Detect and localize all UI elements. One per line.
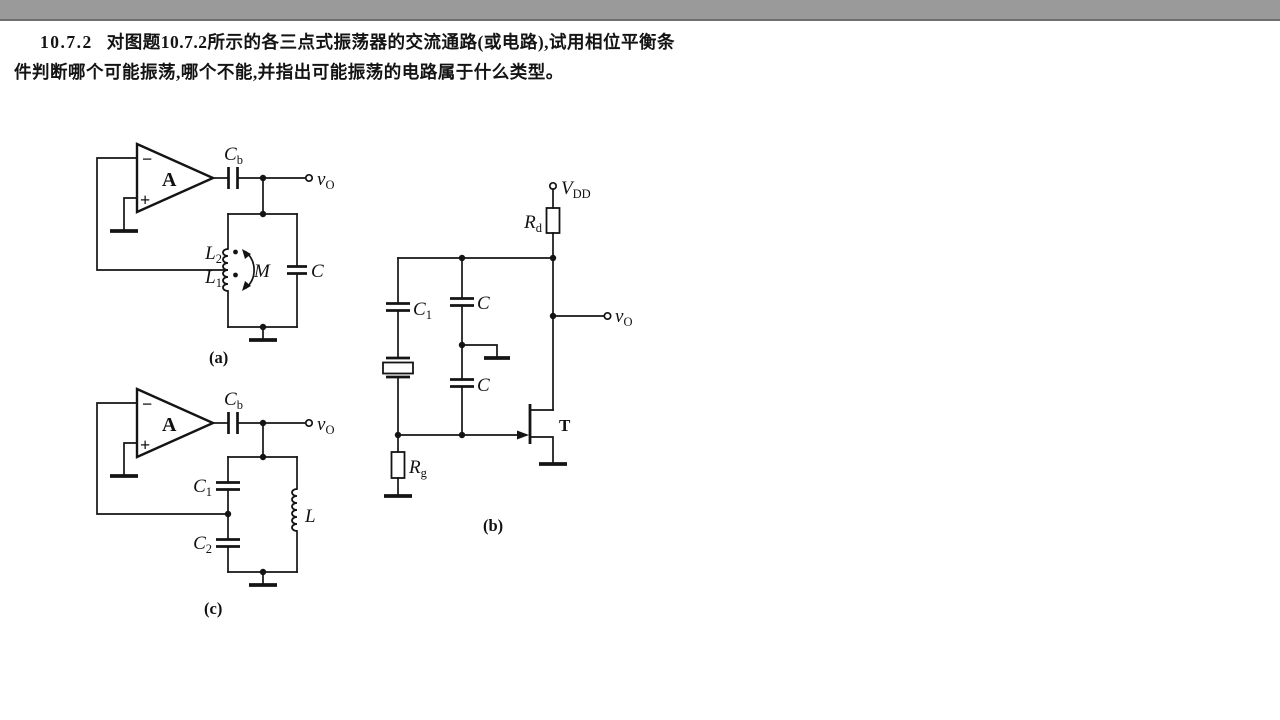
rg-label: Rg <box>408 457 428 480</box>
junction-dot <box>224 510 232 518</box>
opamp-minus-c: − <box>142 394 152 414</box>
feedback-wire-c <box>96 402 226 515</box>
feedback-wire-a <box>96 157 228 271</box>
output-terminal-a <box>304 173 314 183</box>
mutual-coupling-arrow <box>244 250 255 290</box>
l-label-c: L <box>304 506 316 527</box>
top-bar <box>0 0 1280 21</box>
cap-cb-label-a: Cb <box>224 144 243 167</box>
junction-dot <box>458 431 466 439</box>
opamp-plus-c: + <box>140 435 150 455</box>
problem-line-2: 件判断哪个可能振荡,哪个不能,并指出可能振荡的电路属于什么类型。 <box>14 62 564 82</box>
opamp-triangle-a <box>135 142 216 214</box>
mid-ground-tap-b <box>461 344 498 358</box>
circuit-c: − + A Cb vO C1 C2 L (c) <box>96 387 334 618</box>
inductor-l2 <box>222 248 229 271</box>
vo-label-a: vO <box>317 169 334 192</box>
cap-c-label-a: C <box>311 261 324 282</box>
opamp-plus-a: + <box>140 190 150 210</box>
caption-c: (c) <box>204 599 222 618</box>
resistor-rd <box>545 207 561 234</box>
polarity-dot-l2 <box>233 249 238 255</box>
polarity-dot-l1 <box>233 272 238 278</box>
gate-arrowhead <box>517 430 529 440</box>
vo-label-b: vO <box>615 306 632 329</box>
opamp-gain-label-c: A <box>162 414 177 436</box>
junction-dot <box>259 453 267 461</box>
circuit-b: VDD Rd C1 C C <box>382 178 632 535</box>
c-upper-label-b: C <box>477 293 490 314</box>
transistor-t-label: T <box>559 416 571 435</box>
mutual-arrowhead-top <box>242 249 251 259</box>
c-lower-label-b: C <box>477 375 490 396</box>
plus-input-wire-a <box>123 197 138 231</box>
cap-cb-label-c: Cb <box>224 389 243 412</box>
problem-number: 10.7.2 <box>40 32 93 52</box>
mutual-m-label: M <box>253 261 271 282</box>
output-terminal-c <box>304 418 314 428</box>
vdd-label: VDD <box>561 178 591 201</box>
c2-label-c: C2 <box>193 533 212 556</box>
l2-label: L2 <box>204 243 222 266</box>
opamp-gain-label-a: A <box>162 169 177 191</box>
inductor-l <box>291 488 298 532</box>
problem-line-1: 10.7.2 对图题10.7.2所示的各三点式振荡器的交流通路(或电路),试用相位… <box>14 27 704 57</box>
problem-line-1-text: 对图题10.7.2所示的各三点式振荡器的交流通路(或电路),试用相位平衡条 <box>106 32 676 52</box>
opamp-minus-a: − <box>142 149 152 169</box>
plus-input-wire-c <box>123 442 138 476</box>
c1-label-b: C1 <box>413 299 432 322</box>
problem-statement: 10.7.2 对图题10.7.2所示的各三点式振荡器的交流通路(或电路),试用相位… <box>14 27 704 87</box>
crystal-body <box>382 361 414 375</box>
junction-dot <box>259 210 267 218</box>
resistor-rg <box>390 451 406 479</box>
c1-label-c: C1 <box>193 476 212 499</box>
inductor-l1 <box>222 269 229 292</box>
rd-label: Rd <box>523 212 543 235</box>
vo-label-c: vO <box>317 414 334 437</box>
output-terminal-b <box>603 311 612 321</box>
l1-label: L1 <box>204 267 222 290</box>
fet-source-wire <box>529 436 554 464</box>
circuit-a: − + A Cb vO L2 L1 M C (a) <box>96 142 334 367</box>
caption-b: (b) <box>483 516 503 535</box>
caption-a: (a) <box>209 348 228 367</box>
mutual-arrowhead-bottom <box>242 281 251 291</box>
opamp-triangle-c <box>135 387 216 459</box>
